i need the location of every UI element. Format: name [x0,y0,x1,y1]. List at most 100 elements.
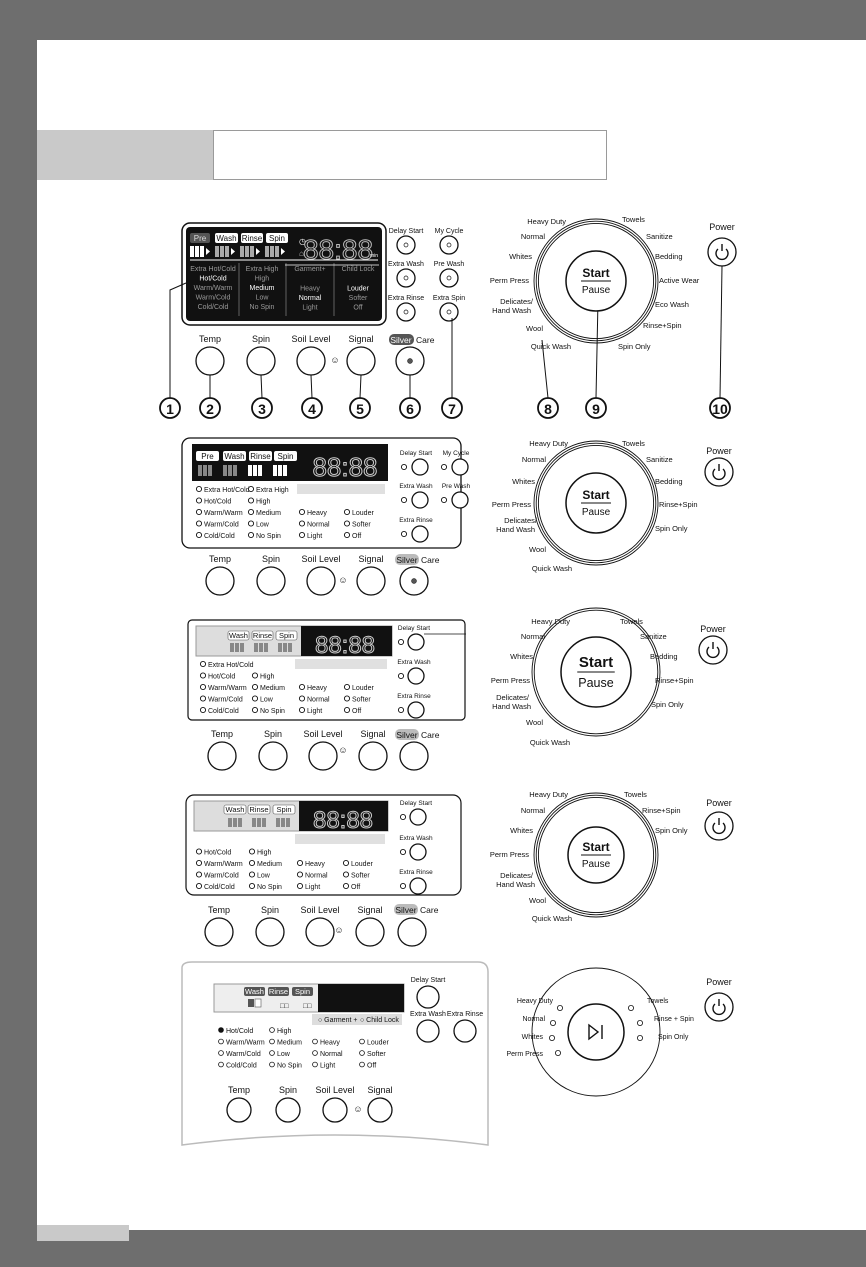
control-button[interactable] [367,1097,393,1123]
display-digits: 88:88 [315,632,375,659]
cycle-label: Whites [510,826,533,835]
control-button[interactable] [275,1097,301,1123]
status-strip [295,834,385,844]
cycle-label: Spin Only [655,826,688,835]
led-indicator [195,497,203,504]
option-label: Delay Start [400,450,432,457]
progress-segment [283,465,287,476]
option-button[interactable] [411,491,429,509]
control-button[interactable] [358,741,388,771]
option-button[interactable] [416,1019,440,1043]
led-indicator [400,496,408,504]
control-button[interactable] [205,566,235,596]
led-indicator [397,706,405,714]
progress-segment [258,465,262,476]
control-button[interactable] [226,1097,252,1123]
option-button[interactable] [407,667,425,685]
silver-care-button[interactable] [399,741,429,771]
callout-number: 9 [592,401,600,417]
option-text: Softer [352,697,371,704]
option-button[interactable] [411,458,429,476]
progress-segment [190,246,194,257]
option-text: Light [307,533,322,540]
led-indicator [359,1050,365,1056]
option-button[interactable] [409,808,427,826]
silver-care-button[interactable] [397,917,427,947]
option-text: Normal [307,522,330,529]
led-indicator [343,695,351,702]
control-button[interactable] [305,917,335,947]
control-label: Spin [261,905,279,915]
option-button[interactable] [416,985,440,1009]
cycle-label: Whites [522,1034,544,1041]
cycle-label: Normal [521,232,546,241]
cycle-label: Delicates/ [500,871,534,880]
option-text: No Spin [260,708,285,715]
option-button[interactable] [409,843,427,861]
signal-icon: ☺ [353,1104,362,1114]
phase-tab [241,233,263,243]
led-indicator [400,463,408,471]
progress-segment [288,643,292,652]
option-button[interactable] [409,877,427,895]
start-pause-button[interactable] [567,1003,625,1061]
option-text: Medium [257,861,282,868]
led-indicator [269,1050,275,1056]
power-button-3[interactable] [698,635,728,665]
led-indicator [247,485,255,493]
option-text: Warm/Cold [208,697,243,704]
control-button[interactable] [322,1097,348,1123]
control-button[interactable] [246,346,276,376]
cycle-led [637,1035,644,1042]
control-button[interactable] [258,741,288,771]
child-lock-status: ○ Child Lock [360,1017,399,1024]
led-indicator [218,1061,224,1068]
control-button[interactable] [207,741,237,771]
control-button[interactable] [255,917,285,947]
control-button[interactable] [356,566,386,596]
temp-option: Warm/Warm [194,285,233,292]
power-button-5[interactable] [704,992,734,1022]
power-button-2[interactable] [704,457,734,487]
control-button[interactable] [195,346,225,376]
option-button[interactable] [451,491,469,509]
option-text: Low [260,697,274,704]
option-button[interactable] [407,633,425,651]
option-text: Warm/Cold [204,873,239,880]
power-button-4[interactable] [704,811,734,841]
led-indicator [359,1061,365,1068]
phase-tab [227,630,250,641]
control-button[interactable] [204,917,234,947]
progress-segment [275,246,279,257]
control-button[interactable] [308,741,338,771]
control-button[interactable] [296,346,326,376]
option-label: Extra Wash [410,1011,446,1018]
status-strip [297,484,385,494]
care-label: Care [420,905,439,915]
option-button[interactable] [451,458,469,476]
option-button[interactable] [411,525,429,543]
option-button[interactable] [453,1019,477,1043]
option-label: Pre Wash [434,261,465,268]
option-text: Low [256,522,270,529]
power-label: Power [709,222,735,232]
option-button[interactable] [407,701,425,719]
led-indicator [248,859,256,867]
option-text: No Spin [277,1063,302,1070]
progress-segment [220,246,224,257]
option-label: Extra Rinse [397,693,431,700]
control-button[interactable] [355,917,385,947]
led-indicator [399,848,407,856]
option-text: Cold/Cold [204,884,235,891]
phase-label: Wash [229,631,248,640]
control-button[interactable] [346,346,376,376]
child-lock-status: Child Lock [342,266,375,273]
control-button[interactable] [256,566,286,596]
control-button[interactable] [306,566,336,596]
progress-segment [254,998,262,1008]
led-indicator [440,463,448,471]
phase-tab [196,451,219,461]
power-button-1[interactable] [707,237,737,267]
option-text: Heavy [305,861,325,868]
dial-ring [537,444,655,562]
